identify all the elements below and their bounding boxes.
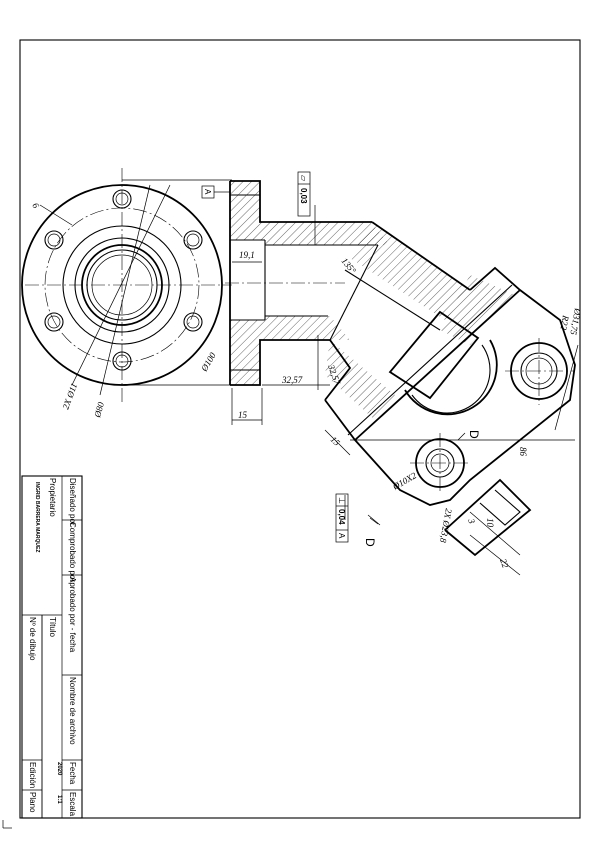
bolt-hole	[183, 230, 203, 250]
checked-by-label: Comprobado por	[68, 522, 77, 582]
dim-100: Ø100	[199, 350, 218, 374]
svg-text:⊥: ⊥	[337, 497, 346, 504]
file-name-label: Nombre de archivo	[68, 677, 77, 745]
dim-32-57-a: 32,57	[281, 375, 303, 385]
title-label: Título	[48, 617, 57, 638]
designed-by-label: Diseñado por	[68, 478, 77, 526]
sheet-label: Plano	[28, 792, 37, 813]
dim-15-b: 15	[329, 434, 343, 448]
flatness-frame: ▱ 0,03	[297, 171, 311, 217]
datum-a-box: A	[201, 185, 215, 199]
dim-2x-11: 2X Ø11	[60, 382, 79, 411]
dim-19-1: 19,1	[239, 250, 255, 260]
owner-label: Propietario	[48, 478, 57, 517]
dim-r22: R22	[558, 314, 571, 331]
section-view	[225, 180, 576, 557]
dimension-lines	[231, 205, 579, 576]
scale-value: 1:1	[56, 795, 62, 804]
drawing-number-label: Nº de dibujo	[28, 617, 37, 661]
svg-text:0,03: 0,03	[299, 188, 308, 204]
dim-3: 3	[466, 516, 477, 525]
scale-label: Escala	[68, 792, 77, 817]
dim-31-75: Ø31,75	[568, 307, 583, 337]
approved-by-label: Aprobado por - fecha	[68, 577, 77, 653]
svg-text:0,04: 0,04	[337, 509, 346, 525]
edition-label: Edición	[28, 762, 37, 788]
date-label: Fecha	[68, 762, 77, 785]
dim-2x-23-8: 2X Ø23,8	[438, 508, 454, 544]
bolt-hole	[112, 189, 132, 209]
owner-value: INGRID BARRERA MARQUEZ	[34, 482, 40, 552]
bolt-hole	[44, 312, 64, 332]
dim-86: 86	[518, 447, 528, 457]
view-label-d: D	[363, 538, 377, 547]
svg-text:▱: ▱	[299, 175, 308, 182]
date-value: 2020	[56, 762, 62, 776]
dim-80: Ø80	[92, 400, 106, 419]
dim-10: 10	[485, 518, 495, 528]
view-label-d: D	[467, 430, 481, 439]
flange-view	[21, 168, 232, 405]
perpendicularity-frame: ⊥ 0,04 A	[335, 493, 349, 543]
bolt-hole	[44, 230, 64, 250]
dim-15-a: 15	[238, 410, 248, 420]
svg-text:A: A	[337, 533, 346, 539]
bolt-hole	[112, 351, 132, 371]
bolt-hole	[183, 312, 203, 332]
title-block	[21, 475, 83, 819]
dim-10x2: Ø10X2	[390, 470, 418, 492]
dim-6: 6	[30, 201, 41, 210]
dim-22: 22	[498, 557, 511, 569]
sheet-frame	[19, 39, 581, 819]
svg-text:A: A	[203, 189, 212, 195]
